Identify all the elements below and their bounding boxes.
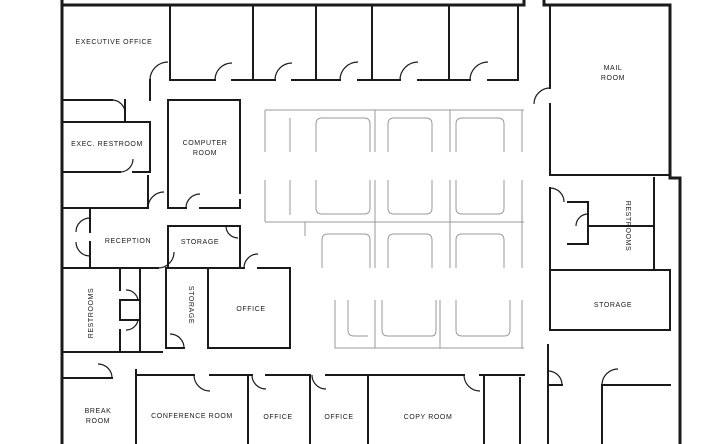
center-left-rooms (165, 253, 291, 349)
label-break-room-line2: ROOM (86, 418, 110, 425)
cubicle-layout (264, 109, 524, 349)
computer-room-walls (167, 99, 241, 209)
label-reception: RECEPTION (105, 238, 151, 245)
label-break-room-line1: BREAK (85, 408, 112, 415)
outer-walls (60, 0, 682, 444)
top-offices (169, 4, 519, 81)
label-storage-center: STORAGE (181, 239, 219, 246)
label-exec-restroom: EXEC. RESTROOM (71, 141, 143, 148)
bottom-rooms (61, 363, 525, 444)
room-labels: EXECUTIVE OFFICE EXEC. RESTROOM COMPUTER… (71, 39, 632, 425)
right-rooms (533, 4, 671, 444)
label-restrooms-left: RESTROOMS (88, 288, 95, 339)
label-computer-room-line2: ROOM (193, 150, 217, 157)
label-office-center: OFFICE (236, 306, 265, 313)
label-computer-room-line1: COMPUTER (183, 140, 228, 147)
label-storage-vertical: STORAGE (187, 286, 194, 324)
label-storage-right: STORAGE (594, 302, 632, 309)
label-conference-room: CONFERENCE ROOM (151, 413, 233, 420)
label-office-bottom-1: OFFICE (263, 414, 292, 421)
label-copy-room: COPY ROOM (404, 414, 453, 421)
restrooms-left-area (61, 267, 163, 353)
reception-area (61, 175, 241, 269)
label-mail-room-line2: ROOM (601, 75, 625, 82)
label-restrooms-right: RESTROOMS (624, 201, 631, 252)
label-office-bottom-2: OFFICE (324, 414, 353, 421)
label-executive-office: EXECUTIVE OFFICE (76, 39, 153, 46)
label-mail-room-line1: MAIL (604, 65, 623, 72)
executive-area (61, 61, 169, 173)
